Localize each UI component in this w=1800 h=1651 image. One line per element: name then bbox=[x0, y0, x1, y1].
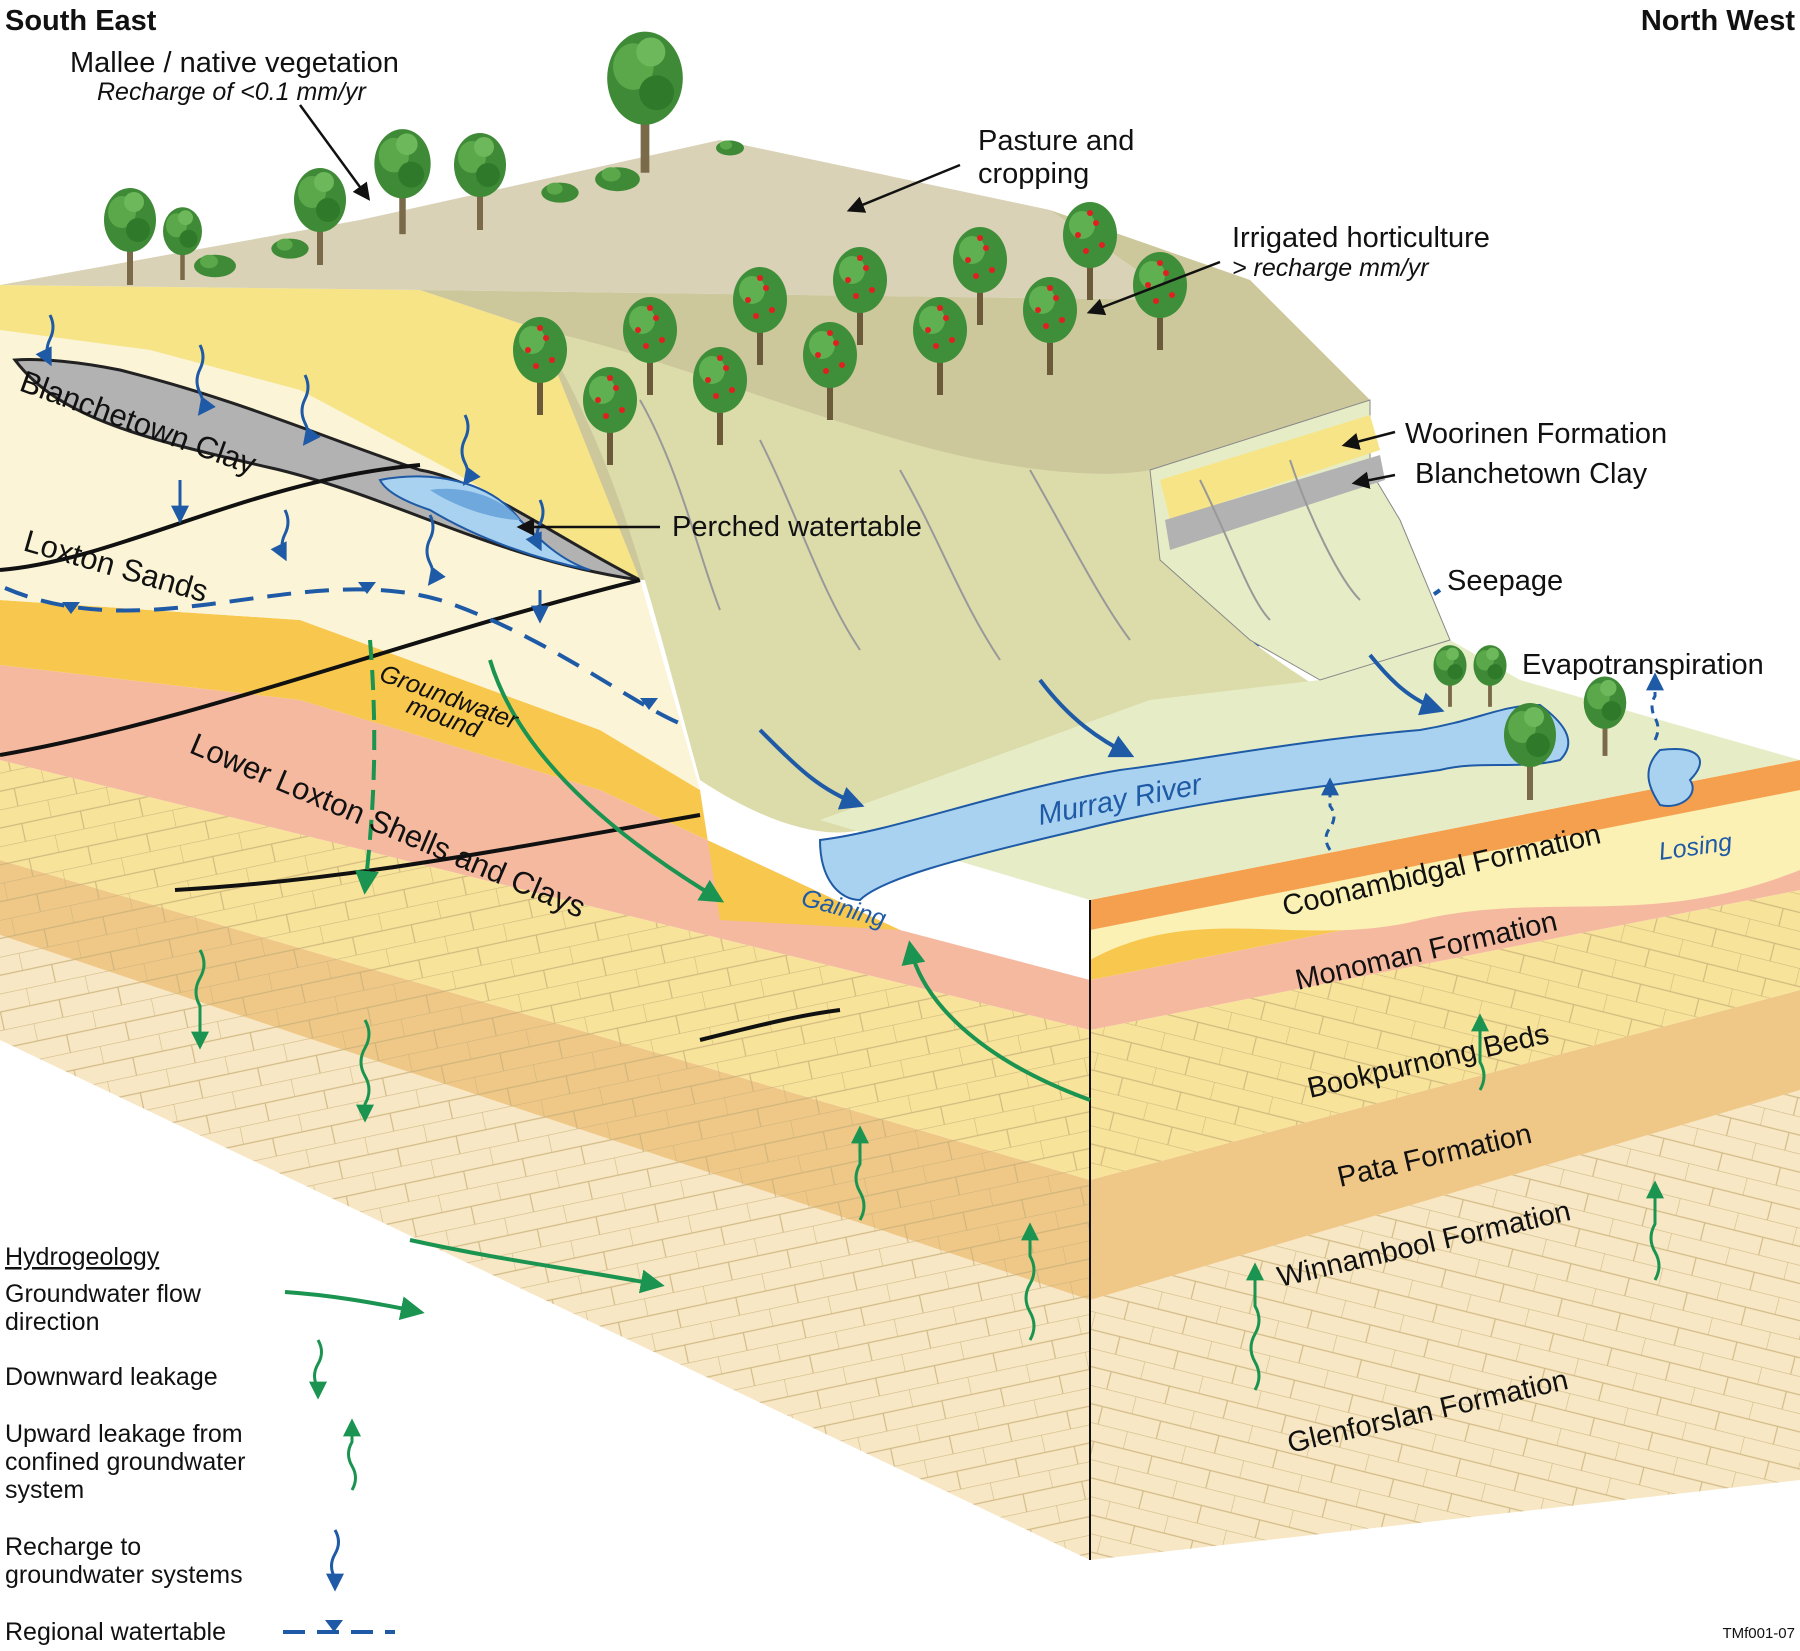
pasture-label-1: Pasture and bbox=[978, 125, 1134, 157]
legend-up-1: Upward leakage from bbox=[5, 1420, 243, 1448]
front-face bbox=[0, 285, 1442, 1560]
legend-recharge-1: Recharge to bbox=[5, 1533, 141, 1561]
mallee-bush bbox=[271, 238, 309, 259]
figure-id: TMf001-07 bbox=[1722, 1625, 1795, 1642]
top-surface bbox=[0, 140, 1800, 902]
orientation-left: South East bbox=[5, 5, 157, 37]
irrigated-recharge-label: > recharge mm/yr bbox=[1232, 254, 1430, 282]
irrigated-label: Irrigated horticulture bbox=[1232, 222, 1490, 254]
legend-up-2: confined groundwater bbox=[5, 1448, 245, 1476]
mallee-recharge-label: Recharge of <0.1 mm/yr bbox=[97, 78, 368, 106]
mallee-bush bbox=[194, 254, 236, 278]
mallee-bush bbox=[595, 167, 640, 192]
seepage-label: Seepage bbox=[1447, 565, 1563, 597]
mallee-bush bbox=[541, 182, 579, 203]
legend-recharge-icon bbox=[326, 1529, 344, 1592]
legend-flow-2: direction bbox=[5, 1308, 100, 1336]
legend-flow-1: Groundwater flow bbox=[5, 1280, 202, 1308]
orientation-right: North West bbox=[1641, 5, 1795, 37]
mallee-bush bbox=[716, 140, 744, 156]
legend-watertable: Regional watertable bbox=[5, 1618, 226, 1646]
legend-watertable-marker bbox=[325, 1620, 343, 1632]
evapotranspiration-label: Evapotranspiration bbox=[1522, 649, 1764, 681]
flow-arrows bbox=[35, 314, 1664, 1391]
mallee-label: Mallee / native vegetation bbox=[70, 47, 399, 79]
legend-recharge-2: groundwater systems bbox=[5, 1561, 243, 1589]
legend-title: Hydrogeology bbox=[5, 1243, 160, 1271]
legend-down-icon bbox=[309, 1339, 327, 1400]
right-face bbox=[1089, 760, 1800, 1560]
blanchetown-right-label: Blanchetown Clay bbox=[1415, 458, 1648, 490]
legend-flow-arrow bbox=[284, 1290, 425, 1321]
legend-up-icon bbox=[343, 1418, 361, 1491]
pasture-label-2: cropping bbox=[978, 158, 1089, 190]
legend-up-3: system bbox=[5, 1476, 84, 1504]
woorinen-label: Woorinen Formation bbox=[1405, 418, 1667, 450]
leader-lines bbox=[298, 104, 1396, 536]
legend: Hydrogeology Groundwater flow direction … bbox=[5, 1243, 425, 1646]
legend-down: Downward leakage bbox=[5, 1363, 218, 1391]
perched-watertable-label: Perched watertable bbox=[672, 511, 922, 543]
